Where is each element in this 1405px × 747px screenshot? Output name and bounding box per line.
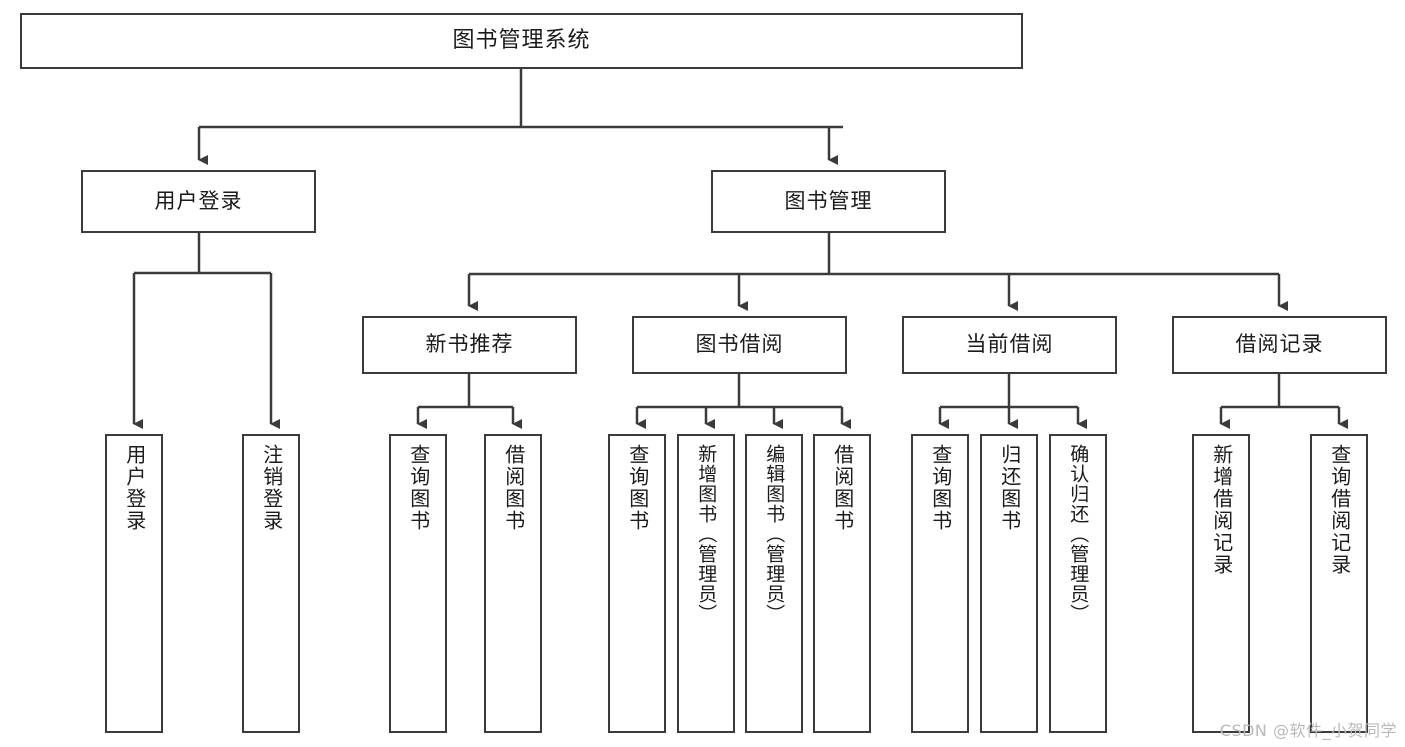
node-leaf-query-book-3-label: 查询图书 [928, 444, 953, 532]
node-leaf-edit-book[interactable]: 编辑图书（管理员） [745, 434, 803, 733]
node-new-book-rec-label: 新书推荐 [425, 332, 514, 357]
node-leaf-return-book[interactable]: 归还图书 [980, 434, 1038, 733]
node-current-borrow-label: 当前借阅 [965, 332, 1054, 357]
node-user-login[interactable]: 用户登录 [81, 170, 316, 233]
node-leaf-query-book-3[interactable]: 查询图书 [911, 434, 969, 733]
node-leaf-query-record[interactable]: 查询借阅记录 [1310, 434, 1368, 733]
node-book-borrow[interactable]: 图书借阅 [632, 316, 847, 374]
node-book-manage-label: 图书管理 [784, 188, 873, 213]
node-leaf-add-record[interactable]: 新增借阅记录 [1192, 434, 1250, 733]
node-borrow-record-label: 借阅记录 [1235, 332, 1324, 357]
node-borrow-record[interactable]: 借阅记录 [1172, 316, 1387, 374]
node-leaf-confirm-return-label: 确认归还（管理员） [1067, 444, 1090, 624]
node-leaf-add-book[interactable]: 新增图书（管理员） [677, 434, 735, 733]
node-leaf-borrow-book-2-label: 借阅图书 [830, 444, 855, 532]
node-leaf-query-record-label: 查询借阅记录 [1327, 444, 1352, 576]
csdn-watermark: CSDN @软件_小贺同学 [1219, 721, 1397, 740]
node-leaf-add-record-label: 新增借阅记录 [1209, 444, 1234, 576]
node-book-manage[interactable]: 图书管理 [711, 170, 946, 233]
node-leaf-return-book-label: 归还图书 [997, 444, 1022, 532]
node-leaf-logout-label: 注销登录 [259, 444, 284, 532]
node-leaf-query-book-2[interactable]: 查询图书 [608, 434, 666, 733]
node-leaf-query-book-1[interactable]: 查询图书 [389, 434, 447, 733]
node-leaf-query-book-2-label: 查询图书 [625, 444, 650, 532]
node-leaf-confirm-return[interactable]: 确认归还（管理员） [1049, 434, 1107, 733]
node-leaf-edit-book-label: 编辑图书（管理员） [763, 444, 786, 624]
node-new-book-rec[interactable]: 新书推荐 [362, 316, 577, 374]
node-leaf-user-login[interactable]: 用户登录 [105, 434, 163, 733]
node-book-borrow-label: 图书借阅 [695, 332, 784, 357]
node-leaf-query-book-1-label: 查询图书 [406, 444, 431, 532]
node-leaf-logout[interactable]: 注销登录 [242, 434, 300, 733]
node-root[interactable]: 图书管理系统 [20, 13, 1023, 69]
node-leaf-borrow-book-1[interactable]: 借阅图书 [484, 434, 542, 733]
node-leaf-user-login-label: 用户登录 [122, 444, 147, 532]
node-leaf-borrow-book-1-label: 借阅图书 [501, 444, 526, 532]
node-root-label: 图书管理系统 [452, 27, 591, 53]
node-user-login-label: 用户登录 [154, 188, 243, 213]
node-current-borrow[interactable]: 当前借阅 [902, 316, 1117, 374]
node-leaf-borrow-book-2[interactable]: 借阅图书 [813, 434, 871, 733]
node-leaf-add-book-label: 新增图书（管理员） [695, 444, 718, 624]
